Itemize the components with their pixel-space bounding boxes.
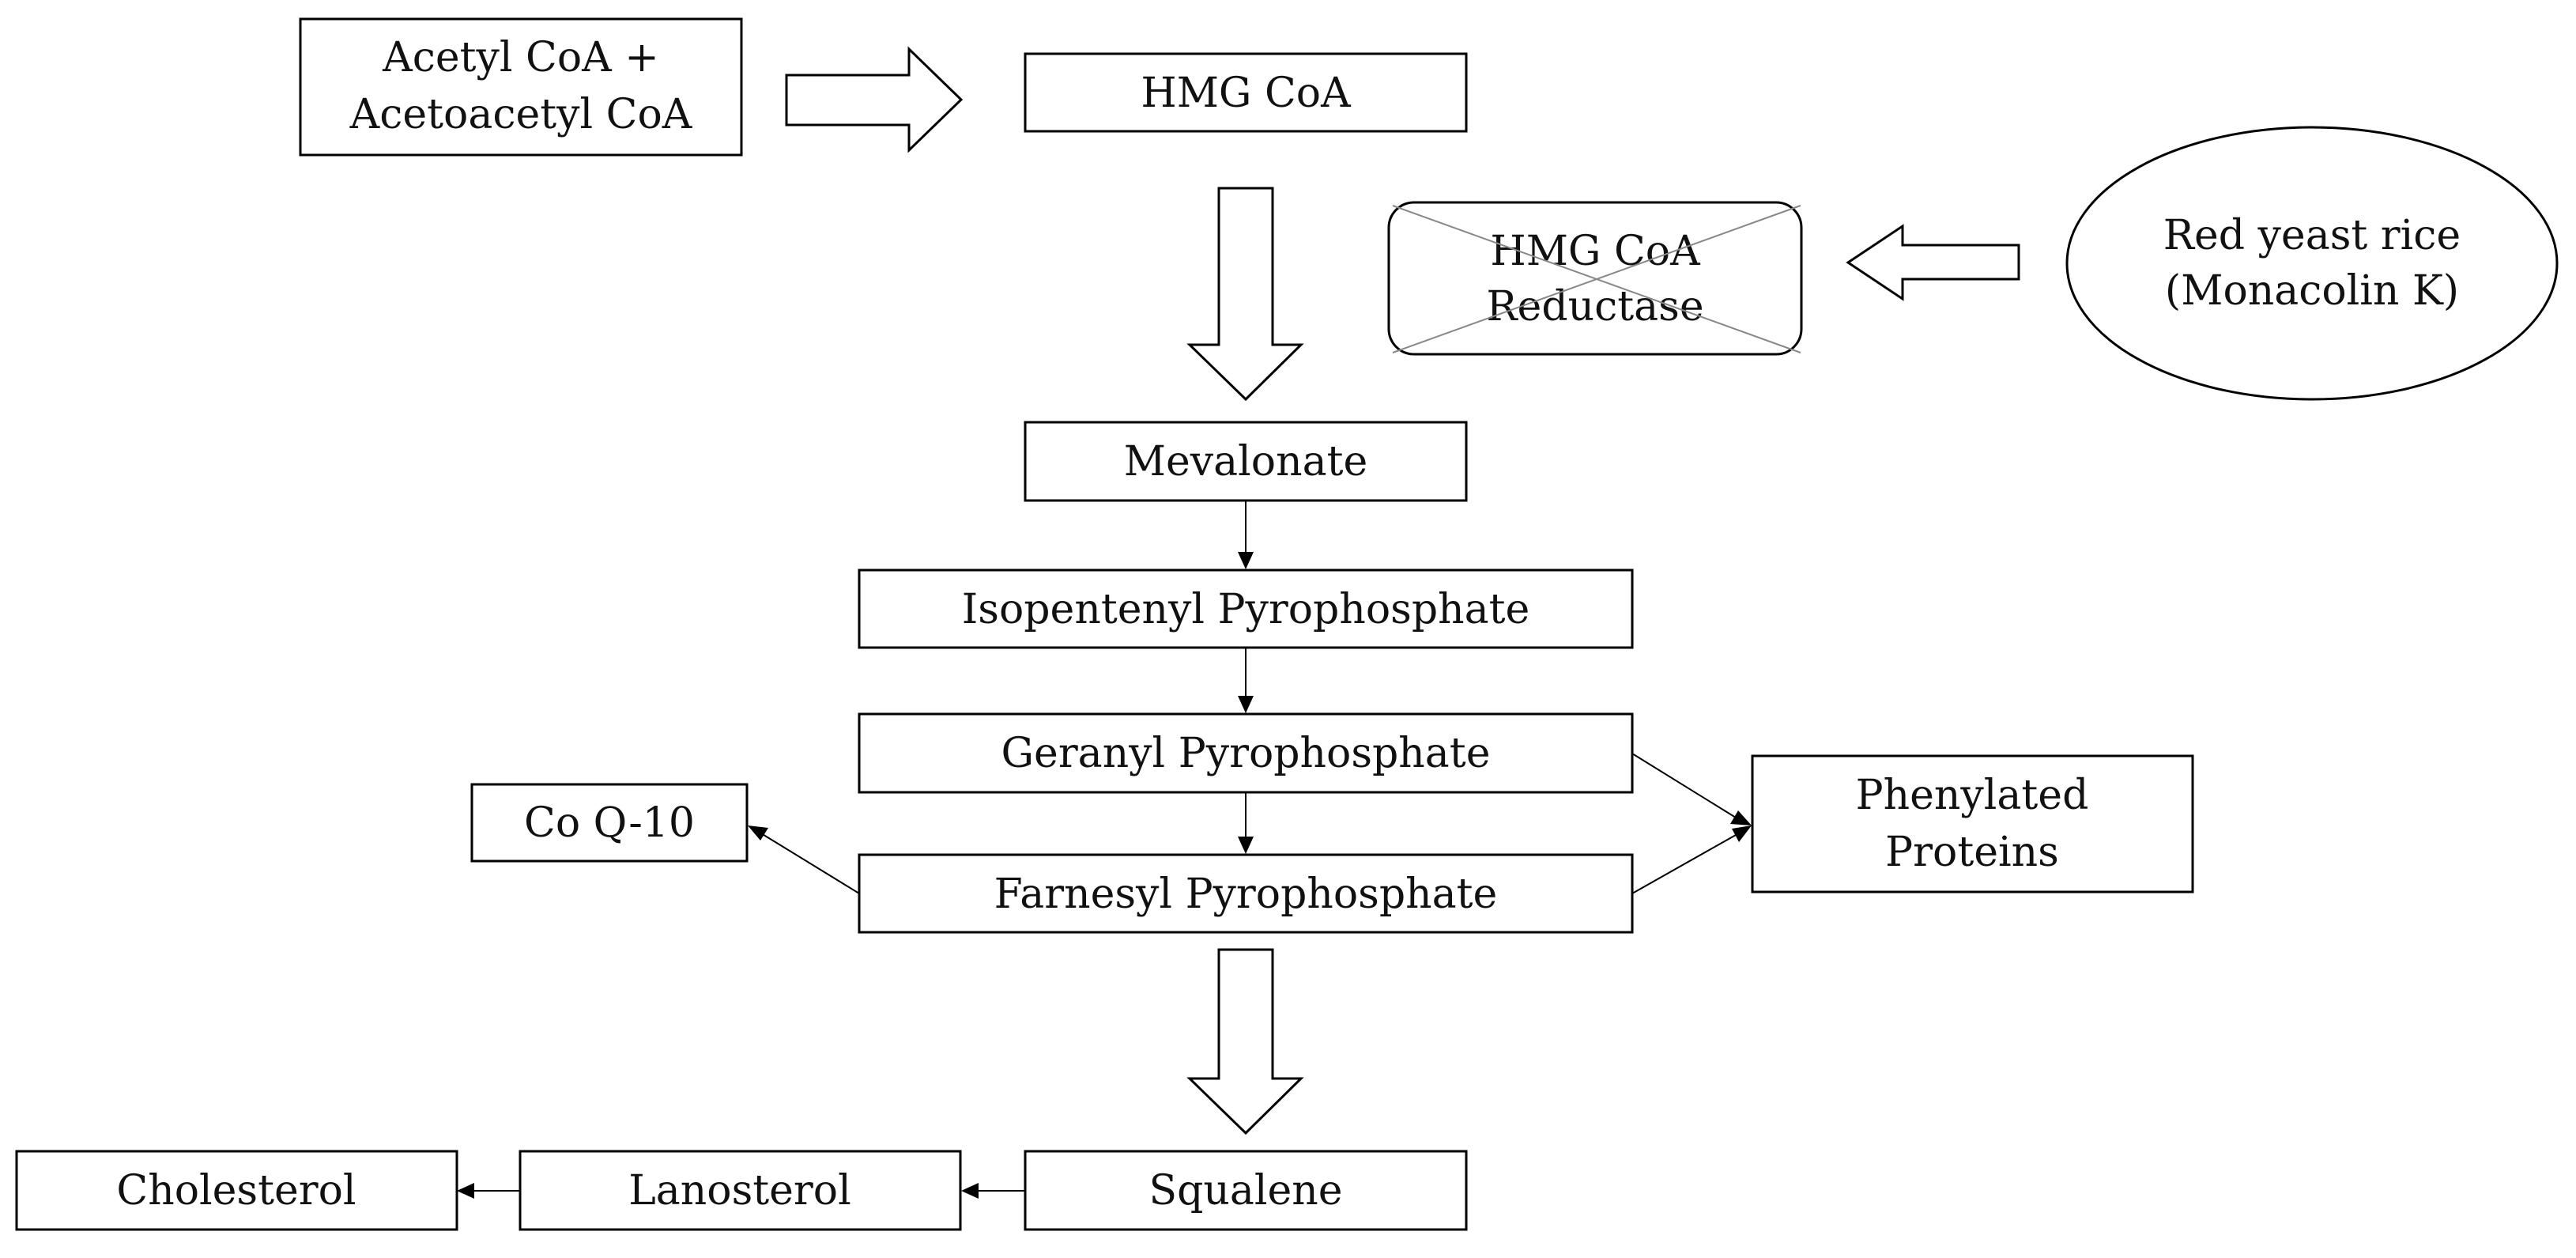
node-hmg-coa-reductase: HMG CoA Reductase bbox=[1387, 201, 1803, 356]
node-hmg-coa-reductase-line2: Reductase bbox=[1486, 283, 1703, 331]
node-isopentenyl-pyrophosphate: Isopentenyl Pyrophosphate bbox=[858, 569, 1634, 649]
node-phenylated-line1: Phenylated bbox=[1856, 772, 2089, 819]
node-lanosterol-label: Lanosterol bbox=[628, 1167, 850, 1215]
node-farnesyl-label: Farnesyl Pyrophosphate bbox=[994, 871, 1498, 918]
arrow-lanosterol-to-cholesterol bbox=[457, 1183, 520, 1199]
node-hmg-coa-label: HMG CoA bbox=[1141, 70, 1352, 117]
node-red-yeast-rice-line1: Red yeast rice bbox=[2163, 212, 2461, 259]
node-isopentenyl-label: Isopentenyl Pyrophosphate bbox=[962, 586, 1530, 633]
node-coq10-label: Co Q-10 bbox=[524, 799, 695, 847]
node-red-yeast-rice: Red yeast rice (Monacolin K) bbox=[2065, 126, 2559, 401]
block-arrow-hmg-to-mevalonate bbox=[1186, 187, 1304, 402]
node-cholesterol-label: Cholesterol bbox=[116, 1167, 356, 1215]
node-acetyl-coa-line2: Acetoacetyl CoA bbox=[349, 91, 693, 138]
node-squalene-label: Squalene bbox=[1148, 1167, 1342, 1215]
block-arrow-acetyl-to-hmg bbox=[785, 46, 964, 153]
node-acetyl-coa: Acetyl CoA + Acetoacetyl CoA bbox=[299, 17, 743, 157]
node-hmg-coa: HMG CoA bbox=[1024, 52, 1468, 133]
node-mevalonate: Mevalonate bbox=[1024, 421, 1468, 502]
inhibition-cross-line-2 bbox=[1392, 205, 1801, 353]
node-geranyl-pyrophosphate: Geranyl Pyrophosphate bbox=[858, 712, 1634, 794]
node-coq10: Co Q-10 bbox=[470, 783, 749, 863]
node-phenylated-proteins: Phenylated Proteins bbox=[1751, 754, 2194, 893]
block-arrow-farnesyl-to-squalene bbox=[1186, 948, 1304, 1135]
node-geranyl-label: Geranyl Pyrophosphate bbox=[1001, 730, 1491, 777]
arrow-isopentenyl-to-geranyl bbox=[1238, 648, 1254, 713]
node-phenylated-line2: Proteins bbox=[1885, 829, 2059, 876]
node-lanosterol: Lanosterol bbox=[519, 1150, 962, 1231]
node-red-yeast-rice-line2: (Monacolin K) bbox=[2165, 267, 2459, 315]
arrow-geranyl-to-phenylated bbox=[1631, 753, 1752, 825]
node-cholesterol: Cholesterol bbox=[15, 1150, 458, 1231]
node-squalene: Squalene bbox=[1024, 1150, 1468, 1231]
node-mevalonate-label: Mevalonate bbox=[1124, 438, 1368, 485]
arrow-geranyl-to-farnesyl bbox=[1238, 792, 1254, 854]
arrow-mevalonate-to-isopentenyl bbox=[1238, 501, 1254, 569]
node-acetyl-coa-line1: Acetyl CoA + bbox=[382, 34, 659, 81]
block-arrow-redyeast-to-reductase bbox=[1846, 224, 2020, 301]
arrow-squalene-to-lanosterol bbox=[961, 1183, 1025, 1199]
node-hmg-coa-reductase-line1: HMG CoA bbox=[1490, 228, 1701, 275]
arrow-farnesyl-to-phenylated bbox=[1631, 825, 1752, 894]
node-farnesyl-pyrophosphate: Farnesyl Pyrophosphate bbox=[858, 853, 1634, 934]
arrow-farnesyl-to-coq10 bbox=[748, 825, 860, 894]
